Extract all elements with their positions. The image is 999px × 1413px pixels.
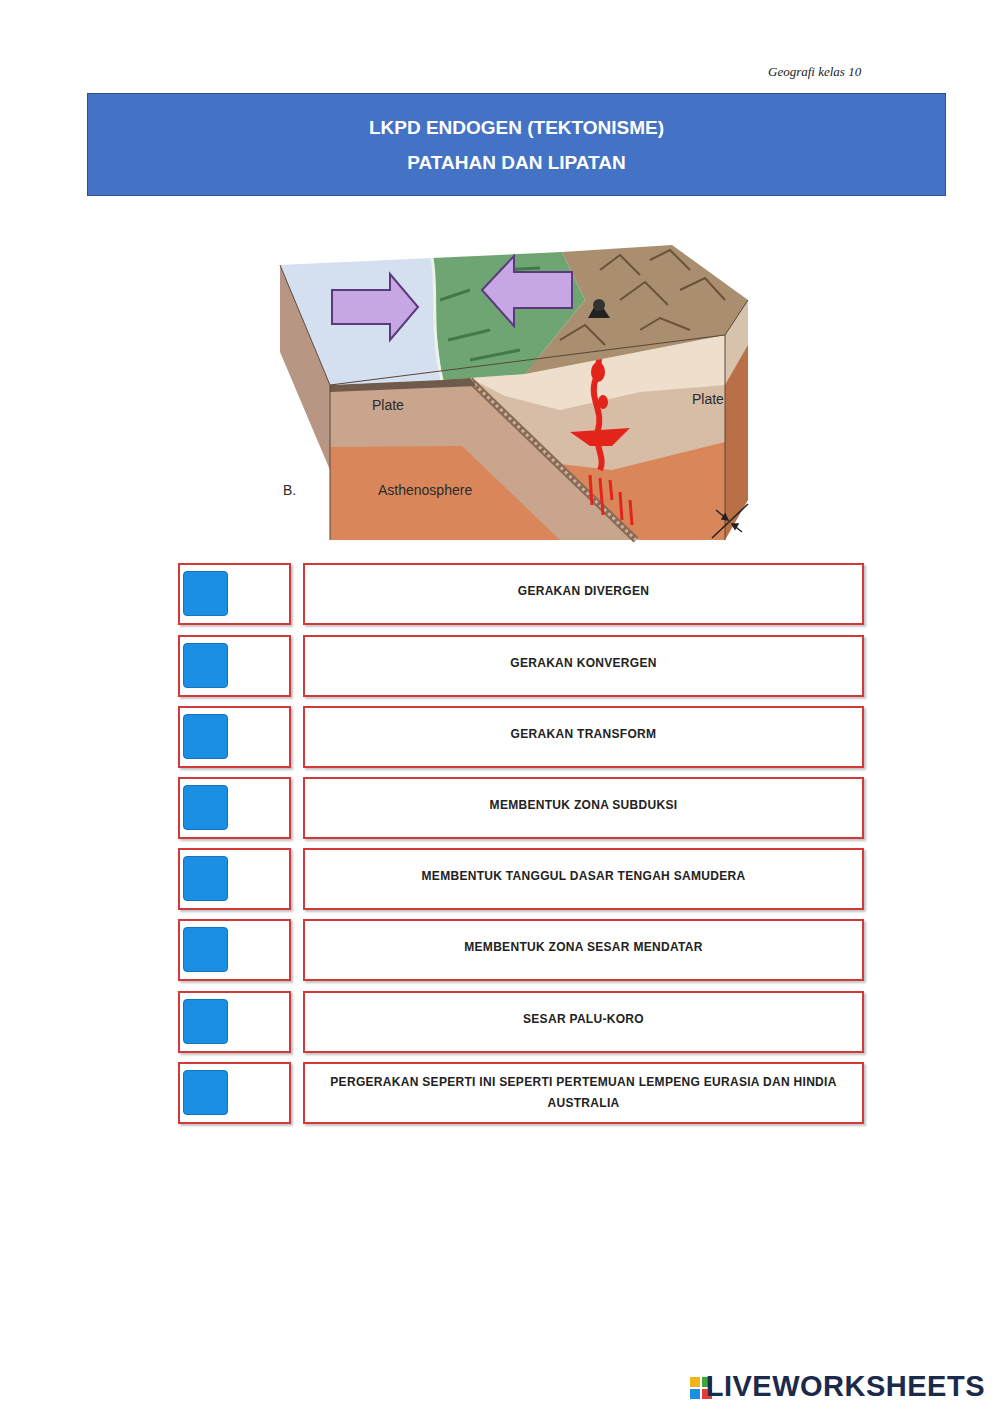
- figure-letter: B.: [283, 482, 296, 498]
- thrust-symbol: [712, 504, 748, 538]
- side-face: [725, 300, 748, 540]
- plate-label: Plate: [692, 391, 724, 407]
- layer-label: Asthenosphere: [378, 482, 472, 498]
- answer-text: GERAKAN TRANSFORM: [511, 724, 657, 745]
- coastline: [432, 258, 442, 380]
- answer-slot: [178, 635, 291, 697]
- answer-box: MEMBENTUK ZONA SUBDUKSI: [303, 777, 864, 839]
- answer-box: SESAR PALU-KORO: [303, 991, 864, 1053]
- answer-slot: [178, 777, 291, 839]
- slab-crust: [470, 380, 636, 540]
- answer-slot: [178, 848, 291, 910]
- magma-rising: [590, 475, 632, 525]
- mountain-ridges: [560, 250, 725, 345]
- ocean-surface: [280, 258, 442, 385]
- answer-slot: [178, 706, 291, 768]
- answer-text: SESAR PALU-KORO: [523, 1009, 644, 1030]
- answer-slot: [178, 563, 291, 625]
- answer-text: MEMBENTUK TANGGUL DASAR TENGAH SAMUDERA: [422, 866, 746, 887]
- answer-box: PERGERAKAN SEPERTI INI SEPERTI PERTEMUAN…: [303, 1062, 864, 1124]
- worksheet-title: LKPD ENDOGEN (TEKTONISME) PATAHAN DAN LI…: [347, 110, 687, 180]
- answer-box: GERAKAN TRANSFORM: [303, 706, 864, 768]
- answer-text: GERAKAN DIVERGEN: [518, 581, 649, 602]
- page-header: Geografi kelas 10: [768, 64, 861, 80]
- converge-arrow: [482, 256, 572, 326]
- answer-button: [183, 785, 228, 830]
- answer-button: [183, 927, 228, 972]
- magma-chamber: [570, 428, 630, 446]
- mountains: [525, 245, 748, 374]
- answer-button: [183, 643, 228, 688]
- slab-crust-texture: [470, 380, 636, 540]
- block-edge: [330, 385, 331, 540]
- answer-text: MEMBENTUK ZONA SUBDUKSI: [490, 795, 678, 816]
- answer-button: [183, 714, 228, 759]
- block-edge: [725, 335, 726, 540]
- answer-box: MEMBENTUK ZONA SESAR MENDATAR: [303, 919, 864, 981]
- title-banner: LKPD ENDOGEN (TEKTONISME) PATAHAN DAN LI…: [87, 93, 946, 196]
- answer-text: GERAKAN KONVERGEN: [510, 653, 656, 674]
- magma-blob: [591, 362, 605, 382]
- answer-slot: [178, 1062, 291, 1124]
- answer-button: [183, 999, 228, 1044]
- answer-button: [183, 856, 228, 901]
- answer-box: MEMBENTUK TANGGUL DASAR TENGAH SAMUDERA: [303, 848, 864, 910]
- answer-slot: [178, 919, 291, 981]
- answer-slot: [178, 991, 291, 1053]
- answer-box: GERAKAN DIVERGEN: [303, 563, 864, 625]
- answer-text: PERGERAKAN SEPERTI INI SEPERTI PERTEMUAN…: [319, 1072, 848, 1114]
- answer-box: GERAKAN KONVERGEN: [303, 635, 864, 697]
- watermark-logo: LIVEWORKSHEETS: [706, 1370, 985, 1403]
- volcano-plume: [593, 299, 605, 311]
- volcano: [588, 300, 610, 318]
- answer-text: MEMBENTUK ZONA SESAR MENDATAR: [464, 937, 702, 958]
- answer-button: [183, 1070, 228, 1115]
- magma-blob: [598, 395, 608, 409]
- answer-button: [183, 571, 228, 616]
- converge-arrow: [332, 274, 418, 340]
- plate-label: Plate: [372, 397, 404, 413]
